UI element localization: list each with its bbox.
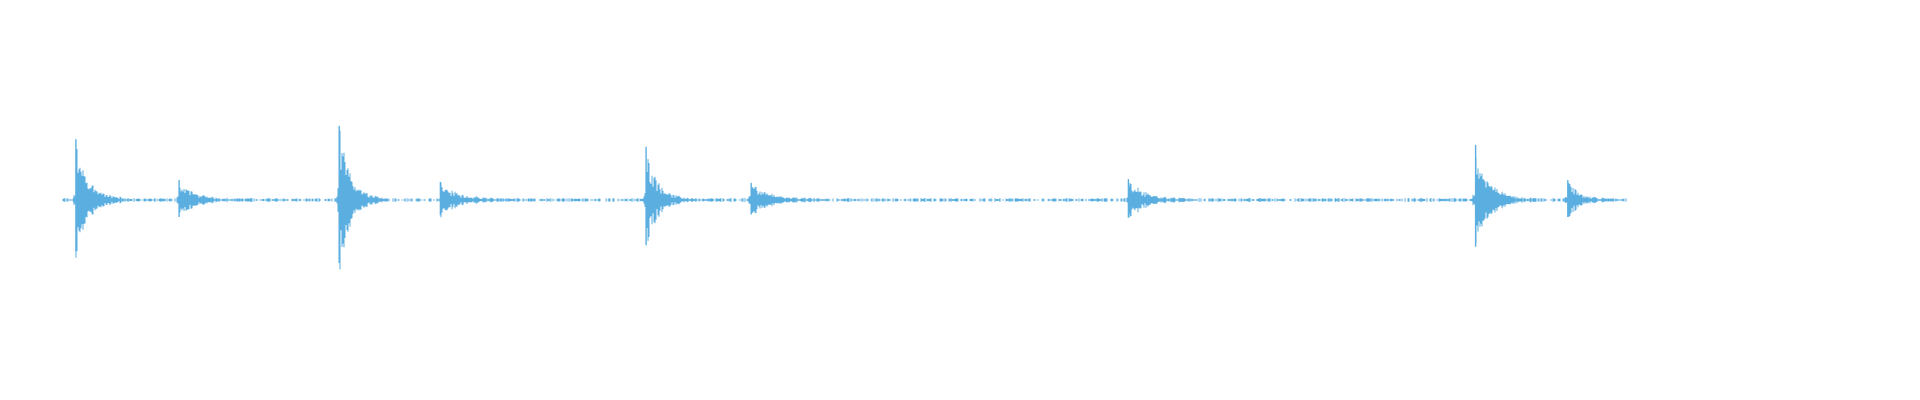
- waveform-signal: [62, 130, 1627, 270]
